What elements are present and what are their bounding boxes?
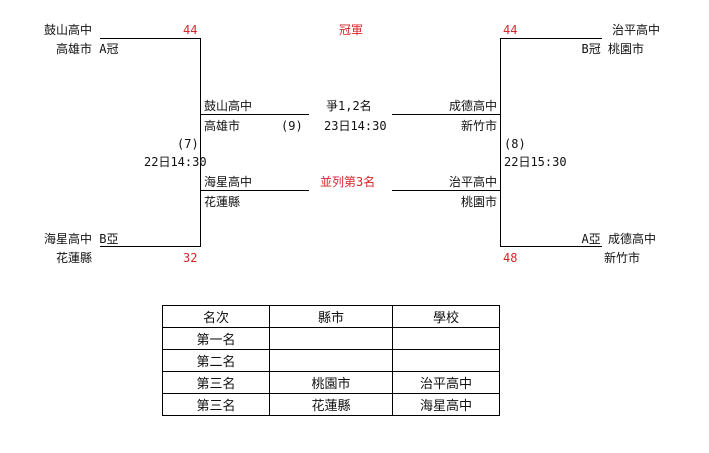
mid-right-top-school: 成德高中 [448,99,497,113]
mid-right-top-city: 新竹市 [460,119,497,133]
bracket-line-left-vertical [200,38,201,247]
left-match-number: (7) [177,137,199,151]
left-top-score: 44 [183,23,198,37]
left-top-school: 鼓山高中 [44,23,93,37]
city-cell: 桃園市 [269,371,393,394]
city-cell: 花蓮縣 [269,393,393,416]
bracket-line-right-vertical [500,38,501,247]
right-match-time: 22日15:30 [504,155,567,169]
rank-cell: 第二名 [162,349,270,372]
right-match-number: (8) [504,137,526,151]
header-rank: 名次 [162,305,270,328]
left-match-time: 22日14:30 [144,155,207,169]
bracket-line-left-top [100,38,201,39]
table-row: 第三名 桃園市 治平高中 [162,371,500,394]
rank-cell: 第一名 [162,327,270,350]
city-cell [269,349,393,372]
school-cell [392,349,500,372]
bracket-line-mid-right-bottom [392,190,501,191]
table-row: 第二名 [162,349,500,372]
left-bottom-score: 32 [183,251,198,265]
table-row: 第三名 花蓮縣 海星高中 [162,393,500,416]
left-top-city-seed: 高雄市 A冠 [56,42,119,56]
mid-left-top-school: 鼓山高中 [204,99,253,113]
right-top-school: 治平高中 [612,23,661,37]
table-row: 第一名 [162,327,500,350]
champion-label: 冠軍 [339,23,364,37]
bracket-line-right-top [500,38,602,39]
center-match-number: (9) [281,119,303,133]
bracket-line-mid-right-top [392,114,501,115]
mid-left-bottom-city: 花蓮縣 [204,195,241,209]
right-top-score: 44 [503,23,518,37]
rank-cell: 第三名 [162,393,270,416]
right-bottom-school: A亞 成德高中 [581,232,656,246]
bracket-line-mid-left-bottom [200,190,309,191]
center-match-title: 爭1,2名 [326,99,372,113]
school-cell [392,327,500,350]
header-city: 縣市 [269,305,393,328]
mid-right-bottom-city: 桃園市 [460,195,497,209]
third-place-label: 並列第3名 [320,175,376,189]
left-bottom-city: 花蓮縣 [56,251,93,265]
bracket-line-left-bottom [100,246,201,247]
results-table: 名次 縣市 學校 第一名 第二名 第三名 桃園市 治平高中 第三名 花蓮縣 海星… [162,305,500,416]
right-bottom-score: 48 [503,251,518,265]
right-top-city-seed: B冠 桃園市 [581,42,644,56]
right-bottom-city: 新竹市 [604,251,641,265]
bracket-line-right-bottom [500,246,602,247]
mid-right-bottom-school: 治平高中 [448,175,497,189]
city-cell [269,327,393,350]
school-cell: 海星高中 [392,393,500,416]
mid-left-bottom-school: 海星高中 [204,175,253,189]
header-school: 學校 [392,305,500,328]
center-match-time: 23日14:30 [324,119,387,133]
school-cell: 治平高中 [392,371,500,394]
table-header-row: 名次 縣市 學校 [162,305,500,328]
mid-left-top-city: 高雄市 [204,119,241,133]
left-bottom-school: 海星高中 B亞 [44,232,119,246]
rank-cell: 第三名 [162,371,270,394]
bracket-line-mid-left-top [200,114,309,115]
